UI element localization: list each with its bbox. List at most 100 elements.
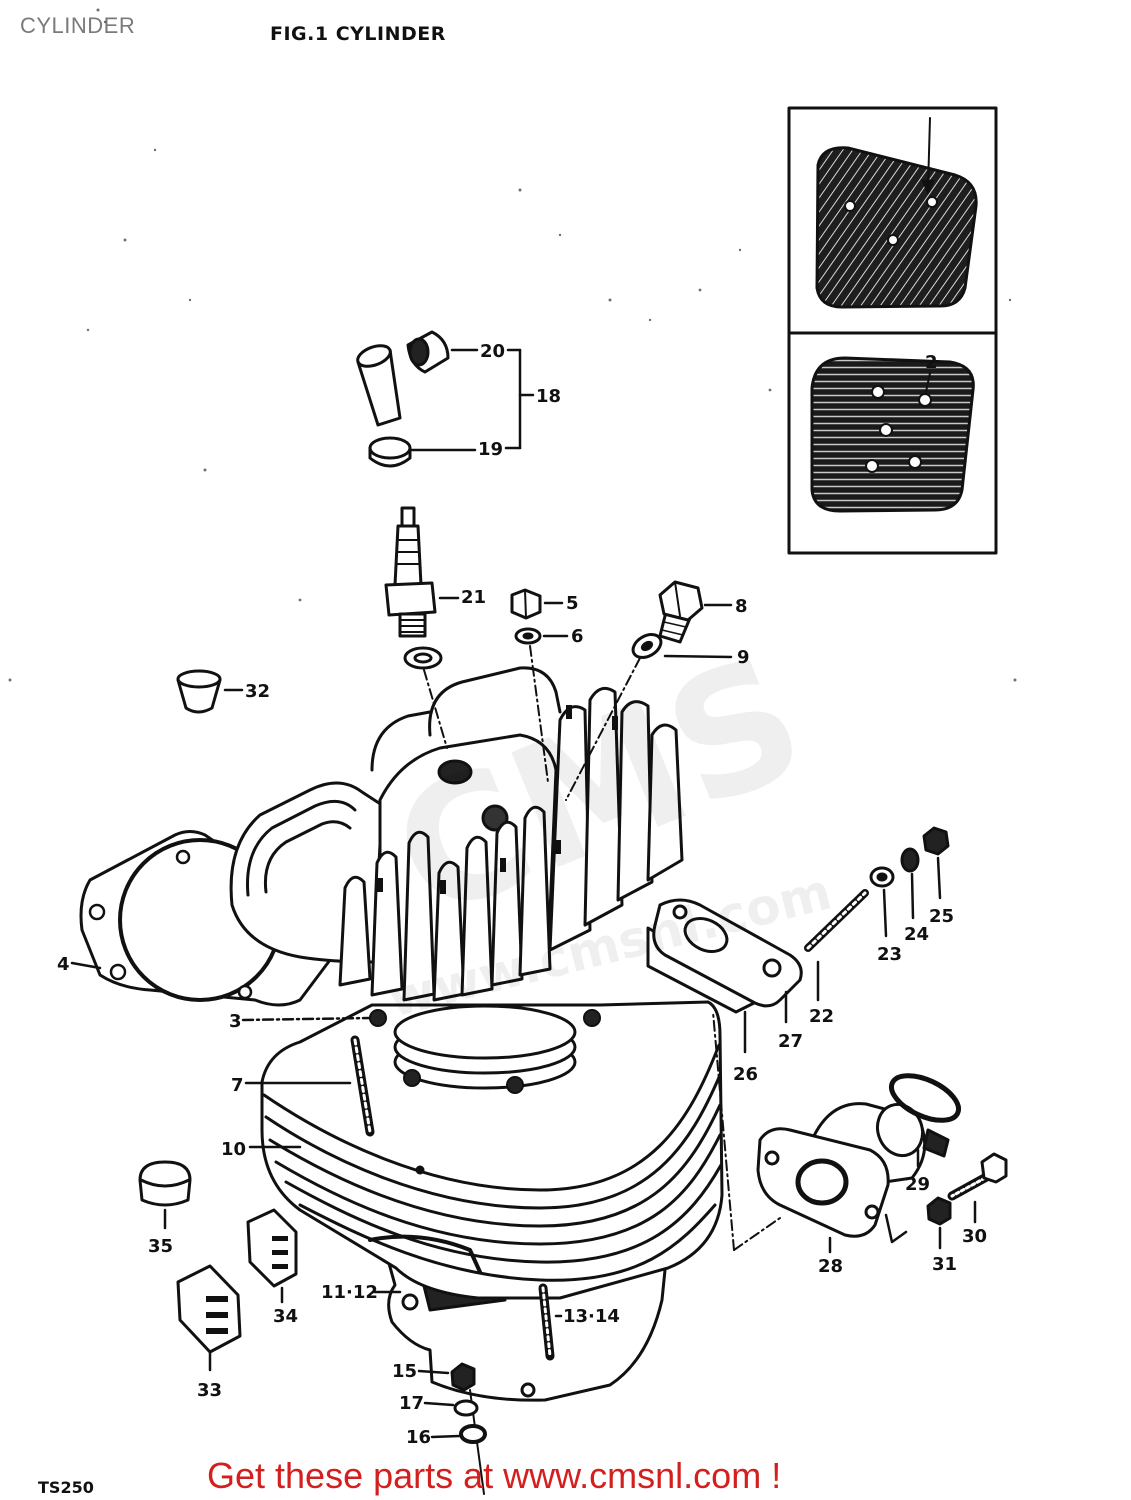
spark-plug-washer-hole — [413, 652, 433, 664]
callout-8: 8 — [735, 596, 748, 617]
cap-32-top — [176, 669, 222, 689]
head-upper-loop — [428, 666, 562, 737]
head-gasket-holes — [88, 849, 253, 1000]
head-top-view-arrow — [927, 117, 931, 189]
callout-35: 35 — [148, 1236, 173, 1257]
leader-9 — [663, 654, 733, 659]
washer-17 — [453, 1399, 479, 1417]
spark-plug-hole — [437, 759, 473, 785]
insulator-27-hole-left — [672, 904, 688, 920]
callout-33: 33 — [197, 1380, 222, 1401]
head-rear-fins — [548, 686, 684, 952]
nut-15 — [450, 1362, 476, 1392]
leader-3 — [241, 1016, 372, 1022]
callout-20: 20 — [480, 341, 505, 362]
callout-15: 15 — [392, 1361, 417, 1382]
intake-pipe-mouth — [875, 1102, 925, 1158]
callout-3: 3 — [229, 1011, 242, 1032]
intake-fasteners-22-25 — [804, 826, 950, 1002]
cylinder-marker-dot — [415, 1165, 425, 1175]
callout-13-14: 13·14 — [563, 1306, 620, 1327]
cylinder-body — [260, 1000, 724, 1300]
base-fasteners-15-17 — [417, 1362, 487, 1495]
stud-22-thread — [806, 891, 867, 950]
callout-34: 34 — [273, 1306, 298, 1327]
callout-10: 10 — [221, 1139, 246, 1160]
head-top-view-bolts — [844, 196, 938, 246]
stud-7-shaft-core — [353, 1038, 372, 1134]
clamp-band — [888, 1073, 962, 1123]
cylinder-top-view — [810, 356, 975, 513]
inset-frame — [787, 106, 998, 555]
callout-18: 18 — [536, 386, 561, 407]
plug-cap-elbow-end — [408, 337, 430, 367]
plug-cap-set — [356, 330, 535, 468]
assembly-lines — [423, 645, 781, 1251]
damper-33 — [176, 1264, 242, 1372]
callout-22: 22 — [809, 1006, 834, 1027]
callout-27: 27 — [778, 1031, 803, 1052]
intake-spacer-26-27 — [646, 898, 803, 1054]
bolt-30-head — [980, 1152, 1008, 1184]
callout-23: 23 — [877, 944, 902, 965]
callout-6: 6 — [571, 626, 584, 647]
inset-callout-arrow — [925, 372, 931, 393]
intake-pipe-hole-left — [764, 1150, 780, 1166]
callout-24: 24 — [904, 924, 929, 945]
nut-25 — [922, 826, 950, 856]
head-fin-slots — [377, 705, 618, 894]
spark-plug-terminal — [400, 506, 416, 528]
scan-noise — [8, 8, 1017, 682]
nut-5-edge — [524, 589, 527, 619]
callout-11-12: 11·12 — [321, 1282, 378, 1303]
leader-16 — [430, 1434, 461, 1439]
clamp-screw — [922, 1128, 950, 1158]
bolt-and-washer-8-9 — [631, 580, 733, 659]
cap-35-rim — [139, 1178, 191, 1188]
cylinder-fins — [262, 1043, 723, 1282]
callout-2: 2 — [925, 352, 938, 373]
lock-washer-24 — [900, 847, 920, 873]
callout-19: 19 — [478, 439, 503, 460]
bolt-30-thread — [950, 1176, 987, 1198]
callout-28: 28 — [818, 1256, 843, 1277]
leader-25 — [936, 856, 942, 900]
spark-plug — [384, 506, 460, 670]
washer-16 — [459, 1424, 487, 1444]
head-upper-loop-outer — [370, 710, 432, 772]
callout-26: 26 — [733, 1064, 758, 1085]
callout-31: 31 — [932, 1254, 957, 1275]
exhaust-port-edge — [368, 1234, 482, 1274]
figure-title: FIG.1 CYLINDER — [270, 23, 446, 45]
get-parts-link[interactable]: Get these parts at www.cmsnl.com ! — [207, 1455, 782, 1496]
head-top-view — [815, 146, 978, 309]
stud-13-14 — [538, 1283, 563, 1361]
intake-pipe-port — [795, 1158, 849, 1206]
damper-34-slots — [272, 1236, 288, 1269]
nut-31 — [926, 1196, 952, 1250]
callout-5: 5 — [566, 593, 579, 614]
insulator-27-port — [683, 917, 729, 953]
callout-7: 7 — [231, 1075, 244, 1096]
cylinder-top-view-holes — [865, 385, 932, 473]
bracket-marks — [884, 1213, 908, 1244]
head-lobe-contour-2 — [263, 820, 352, 894]
nut-31-body — [926, 1196, 952, 1226]
leader-23 — [882, 888, 888, 938]
head-top-view-arrowhead — [921, 179, 935, 195]
cylinder-head — [229, 666, 684, 1002]
callout-21: 21 — [461, 587, 486, 608]
spark-plug-hex — [384, 581, 437, 617]
spark-plug-insulator — [393, 524, 423, 587]
intake-pipe-hole-right — [864, 1204, 880, 1220]
bolt-8-head-edge — [674, 581, 681, 617]
cylinder-collar — [393, 1004, 577, 1090]
damper-33-slots — [206, 1296, 228, 1334]
bolt-8-threads — [661, 621, 687, 636]
clamp-29 — [888, 1073, 962, 1168]
insulator-27-hole-right — [762, 958, 782, 978]
callout-17: 17 — [399, 1393, 424, 1414]
cylinder-body-outline — [260, 1000, 724, 1300]
damper-34 — [246, 1208, 298, 1304]
